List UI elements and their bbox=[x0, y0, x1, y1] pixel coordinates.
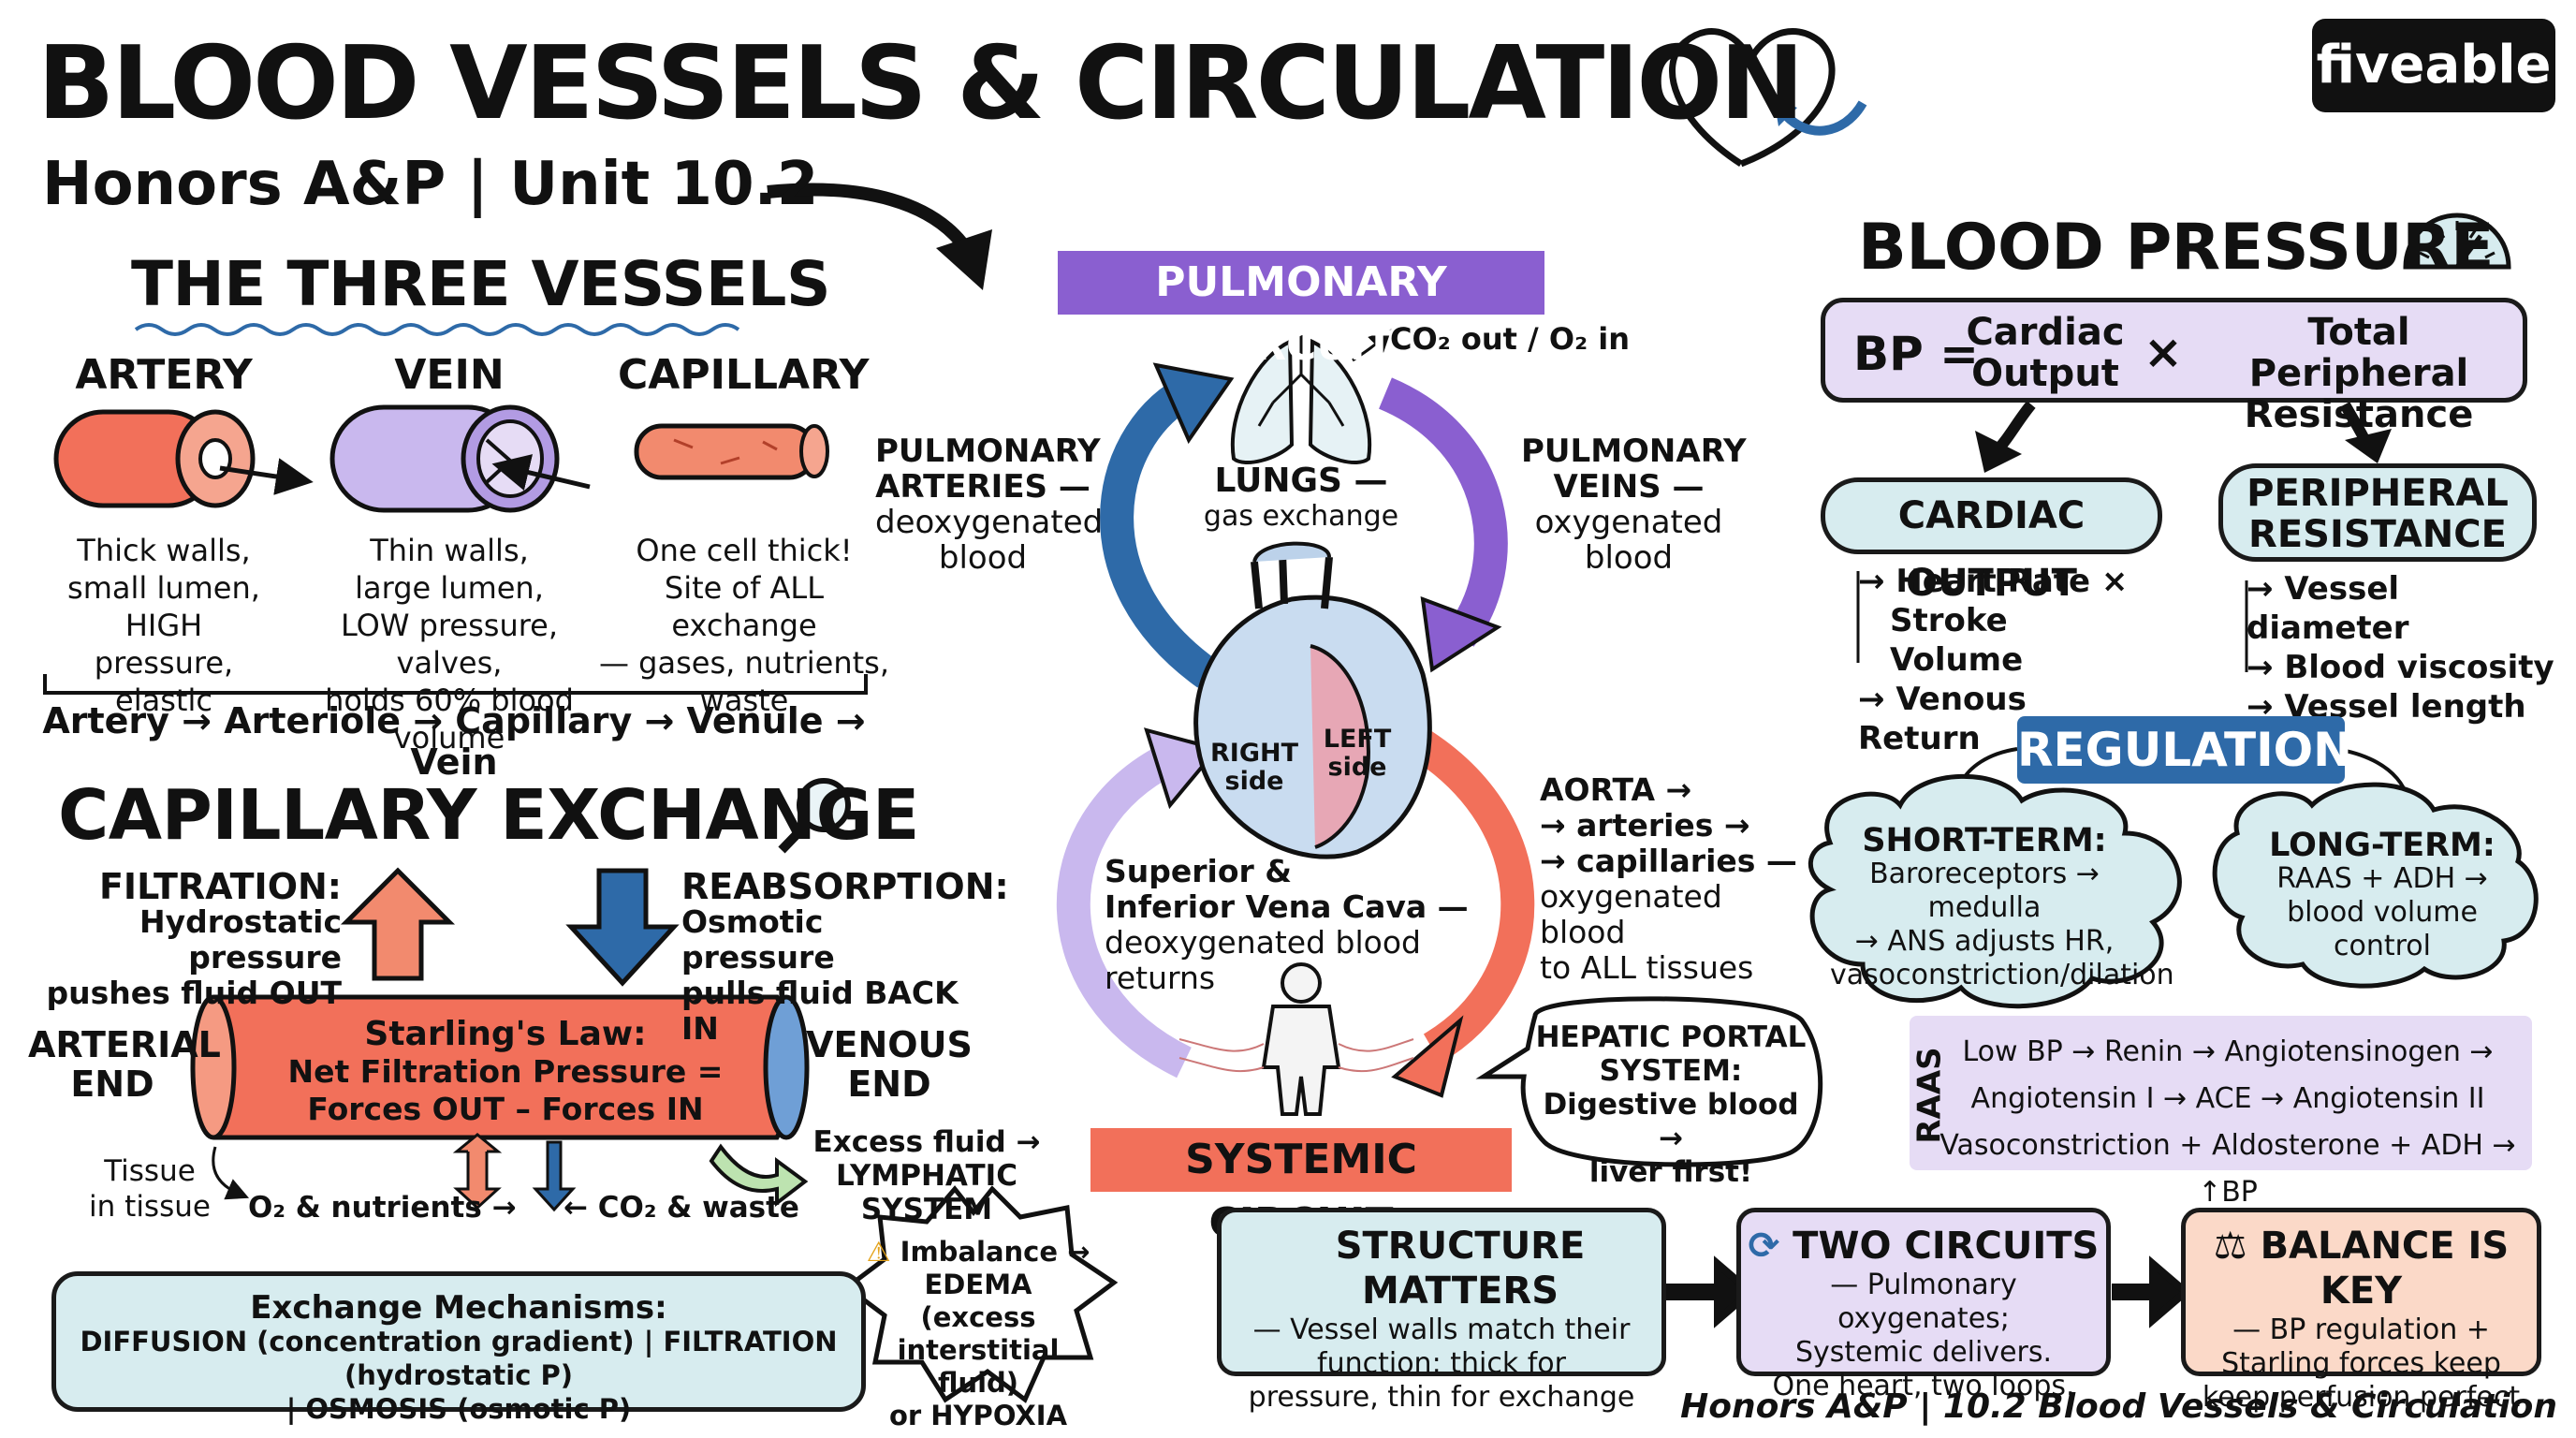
vein-illustration bbox=[329, 404, 591, 513]
raas-box: RAAS Low BP → Renin → Angiotensinogen → … bbox=[1910, 1016, 2532, 1209]
magnifier-icon bbox=[778, 778, 851, 854]
lungs-icon bbox=[1230, 329, 1392, 464]
tpr-term: Total Peripheral Resistance bbox=[2244, 311, 2474, 436]
times-symbol: × bbox=[2144, 325, 2183, 379]
hepatic-bubble bbox=[1475, 996, 1823, 1167]
cardiac-output-term: Cardiac Output bbox=[1966, 311, 2125, 395]
body-figure-icon bbox=[1178, 962, 1414, 1116]
bp-label: BP = bbox=[1853, 327, 1980, 381]
pulmonary-circuit-label: PULMONARY CIRCUIT bbox=[1058, 251, 1544, 370]
artery-description: Thick walls, small lumen, HIGH pressure,… bbox=[67, 533, 260, 718]
aorta-arrow bbox=[1404, 725, 1535, 1064]
arterial-end-label: ARTERIAL END bbox=[28, 1024, 221, 1105]
systemic-circuit-label: SYSTEMIC CIRCUIT bbox=[1090, 1128, 1512, 1247]
vena-cava-arrow bbox=[1056, 742, 1193, 1078]
tissue-label: Tissue in tissue bbox=[89, 1154, 211, 1224]
imbalance-burst bbox=[842, 1185, 1119, 1403]
left-side-label: LEFT side bbox=[1323, 725, 1392, 782]
heart-illustration bbox=[1193, 541, 1432, 859]
peripheral-resistance-pill: PERIPHERAL RESISTANCE bbox=[2218, 463, 2537, 562]
intro-arrow bbox=[767, 183, 974, 257]
page-title: BLOOD VESSELS & CIRCULATION bbox=[37, 25, 1805, 142]
scales-icon: ⚖ bbox=[2213, 1225, 2247, 1268]
vena-cava-label: Superior & Inferior Vena Cava — deoxygen… bbox=[1105, 853, 1469, 996]
co2-waste-label: ← CO₂ & waste bbox=[564, 1191, 799, 1225]
long-term-text: LONG-TERM: RAAS + ADH → blood volume con… bbox=[2269, 827, 2496, 962]
bp-formula-box: BP = Cardiac Output × Total Peripheral R… bbox=[1821, 298, 2527, 435]
reabsorption-text: REABSORPTION: Osmotic pressure pulls flu… bbox=[681, 866, 1009, 1047]
right-side-label: RIGHT side bbox=[1209, 739, 1298, 796]
capillary-exchange-heading: CAPILLARY EXCHANGE bbox=[58, 775, 919, 856]
three-vessels-heading: THE THREE VESSELS bbox=[131, 248, 831, 320]
regulation-label: REGULATION bbox=[2017, 716, 2352, 784]
pulmonary-veins-label: PULMONARY VEINS — oxygenated blood bbox=[1521, 433, 1747, 577]
starling-law-text: Starling's Law: Net Filtration Pressure … bbox=[287, 1015, 724, 1128]
vein-label: VEIN bbox=[394, 351, 505, 399]
long-term-cloud bbox=[2212, 782, 2539, 989]
hepatic-portal-text: HEPATIC PORTAL SYSTEM: Digestive blood →… bbox=[1535, 1020, 1807, 1189]
capillary-illustration bbox=[634, 423, 829, 480]
cardiac-output-pill: CARDIAC OUTPUT bbox=[1821, 477, 2162, 605]
pulmonary-arteries-label: PULMONARY ARTERIES — deoxygenated blood bbox=[875, 433, 1104, 577]
gas-exchange-label: CO₂ out / O₂ in bbox=[1390, 321, 1630, 357]
raas-steps: Low BP → Renin → Angiotensinogen → Angio… bbox=[1939, 1035, 2516, 1209]
short-term-text: SHORT-TERM: Baroreceptors → medulla → AN… bbox=[1830, 822, 2174, 991]
vessel-flow-sequence: Artery → Arteriole → Capillary → Venule … bbox=[42, 700, 866, 783]
short-term-cloud bbox=[1808, 773, 2182, 1009]
capillary-label: CAPILLARY bbox=[618, 351, 870, 399]
o2-nutrients-label: O₂ & nutrients → bbox=[248, 1191, 517, 1225]
gauge-icon bbox=[2403, 213, 2511, 270]
page-subtitle: Honors A&P | Unit 10.2 bbox=[42, 150, 819, 219]
imbalance-text: ⚠ Imbalance → EDEMA (excess interstitial… bbox=[866, 1236, 1090, 1431]
peripheral-resistance-list: → Vessel diameter → Blood viscosity → Ve… bbox=[2247, 570, 2554, 726]
vein-description: Thin walls, large lumen, LOW pressure, v… bbox=[325, 533, 574, 756]
artery-label: ARTERY bbox=[75, 351, 253, 399]
heart-cycle-icon bbox=[1669, 28, 1867, 168]
balance-is-key-box: ⚖ BALANCE IS KEY — BP regulation + Starl… bbox=[2181, 1208, 2541, 1414]
filtration-text: FILTRATION: Hydrostatic pressure pushes … bbox=[46, 866, 343, 1011]
reabsorption-arrow bbox=[565, 868, 680, 987]
pulmonary-artery-arrow bbox=[1100, 378, 1218, 688]
warning-icon: ⚠ bbox=[866, 1236, 891, 1268]
capillary-description: One cell thick! Site of ALL exchange — g… bbox=[599, 533, 889, 718]
cardiac-output-list: → Heart Rate × Stroke Volume → Venous Re… bbox=[1858, 563, 2129, 757]
fiveable-logo: fiveable bbox=[2312, 19, 2555, 112]
footer-caption: Honors A&P | 10.2 Blood Vessels & Circul… bbox=[1680, 1387, 2557, 1426]
pulmonary-vein-arrow bbox=[1378, 377, 1508, 647]
artery-illustration bbox=[53, 409, 314, 508]
filtration-arrow bbox=[340, 867, 456, 981]
starling-capillary bbox=[190, 994, 810, 1140]
lymphatic-label: Excess fluid → LYMPHATIC SYSTEM bbox=[812, 1125, 1041, 1226]
venous-end-label: VENOUS END bbox=[806, 1024, 973, 1105]
aorta-label: AORTA → → arteries → → capillaries — oxy… bbox=[1540, 771, 1797, 986]
two-circuits-box: ⟳ TWO CIRCUITS — Pulmonary oxygenates; S… bbox=[1736, 1208, 2111, 1402]
blood-pressure-heading: BLOOD PRESSURE bbox=[1858, 211, 2495, 285]
structure-matters-box: STRUCTURE MATTERS — Vessel walls match t… bbox=[1217, 1208, 1666, 1414]
exchange-mechanisms-box: Exchange Mechanisms: DIFFUSION (concentr… bbox=[51, 1271, 866, 1425]
cycle-icon: ⟳ bbox=[1748, 1225, 1780, 1268]
lungs-label: LUNGS — gas exchange bbox=[1203, 462, 1399, 534]
